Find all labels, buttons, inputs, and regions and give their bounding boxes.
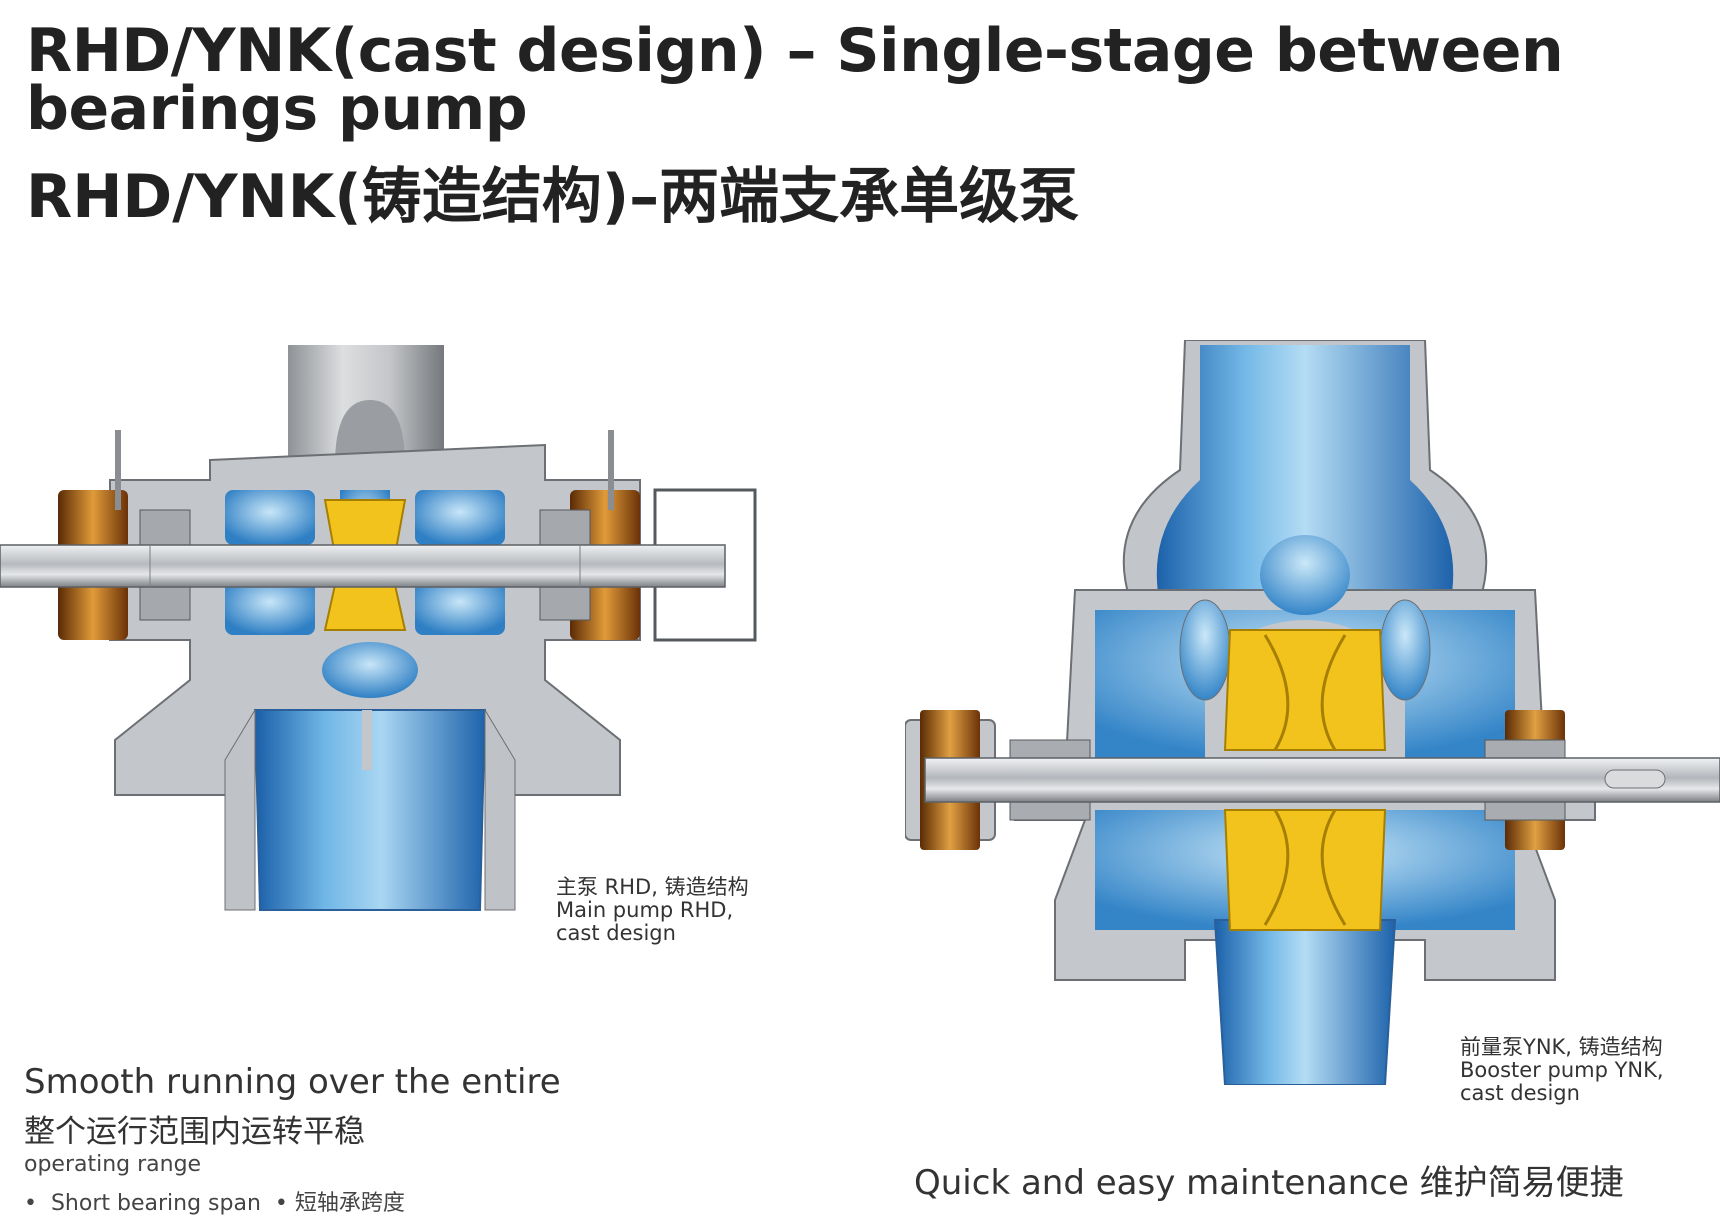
maintenance-heading: Quick and easy maintenance 维护简易便捷 <box>914 1163 1624 1203</box>
smooth-running-heading: Smooth running over the entire <box>24 1062 561 1102</box>
booster-pump-ynk-illustration <box>905 340 1720 1085</box>
page-title-chinese: RHD/YNK(铸造结构)–两端支承单级泵 <box>26 162 1080 232</box>
booster-pump-caption: 前量泵YNK, 铸造结构 Booster pump YNK, cast desi… <box>1460 1036 1664 1105</box>
main-pump-caption-zh: 主泵 RHD, 铸造结构 <box>556 875 749 899</box>
booster-pump-caption-zh: 前量泵YNK, 铸造结构 <box>1460 1035 1663 1059</box>
main-pump-caption: 主泵 RHD, 铸造结构 Main pump RHD, cast design <box>556 876 749 945</box>
main-pump-rhd-illustration <box>0 340 770 940</box>
operating-range-subheading: operating range <box>24 1152 202 1177</box>
booster-pump-caption-en-1: Booster pump YNK, <box>1460 1058 1664 1082</box>
pump-shaft <box>0 544 726 588</box>
booster-pump-caption-en-2: cast design <box>1460 1081 1580 1105</box>
booster-impeller <box>1223 629 1387 751</box>
bullet-text-zh: 短轴承跨度 <box>294 1191 405 1216</box>
booster-discharge-nozzle <box>1156 345 1454 605</box>
suction-nozzle <box>253 709 487 911</box>
main-pump-caption-en-2: cast design <box>556 921 676 945</box>
page-title-english: RHD/YNK(cast design) – Single-stage betw… <box>26 16 1564 144</box>
smooth-running-heading-zh: 整个运行范围内运转平稳 <box>24 1114 365 1150</box>
bullet-short-bearing-span: • Short bearing span • 短轴承跨度 <box>24 1191 405 1216</box>
main-pump-caption-en-1: Main pump RHD, <box>556 898 734 922</box>
booster-suction-nozzle <box>1213 919 1397 1085</box>
booster-shaft <box>924 757 1720 803</box>
bullet-text-en: Short bearing span <box>50 1191 261 1216</box>
bullet-dot: • <box>24 1191 51 1216</box>
